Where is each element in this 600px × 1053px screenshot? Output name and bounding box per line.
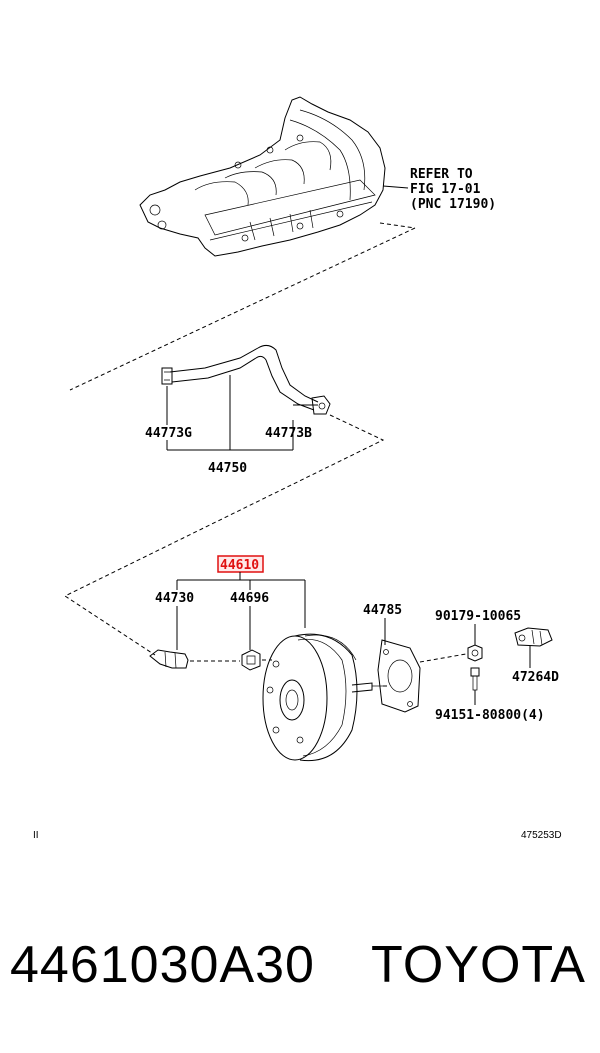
brake-booster-drawing bbox=[262, 633, 390, 762]
gasket-drawing bbox=[377, 639, 421, 713]
dashed-link-hose bbox=[63, 414, 385, 656]
clevis-drawing bbox=[514, 627, 553, 647]
refer-line-3: (PNC 17190) bbox=[410, 197, 496, 212]
refer-line-1: REFER TO bbox=[410, 167, 473, 182]
dashed-link-manifold bbox=[69, 227, 416, 391]
label-44730: 44730 bbox=[155, 591, 194, 606]
check-valve-drawing bbox=[149, 649, 240, 669]
booster-bracket-leaders bbox=[176, 572, 306, 628]
nut-drawing bbox=[467, 644, 483, 662]
vacuum-hose-drawing bbox=[161, 344, 331, 415]
part-number: 4461030A30 bbox=[10, 936, 315, 994]
label-44696: 44696 bbox=[230, 591, 269, 606]
refer-to-callout: REFER TO FIG 17-01 (PNC 17190) bbox=[382, 167, 496, 212]
label-44785: 44785 bbox=[363, 603, 402, 618]
stud-bolt-drawing bbox=[470, 667, 480, 691]
label-44610: 44610 bbox=[220, 558, 259, 573]
hose-leaders bbox=[166, 375, 318, 451]
diagram-id: 475253D bbox=[521, 830, 562, 841]
footer: 4461030A30 TOYOTA bbox=[0, 935, 600, 1015]
brand-name: TOYOTA bbox=[371, 936, 586, 994]
label-44773g: 44773G bbox=[145, 426, 192, 441]
highlight-44610: 44610 bbox=[217, 555, 264, 573]
intake-manifold-drawing bbox=[139, 96, 386, 257]
corner-mark-left: II bbox=[33, 830, 39, 841]
label-44773b: 44773B bbox=[265, 426, 312, 441]
label-90179-10065: 90179-10065 bbox=[435, 609, 521, 624]
label-94151-80800: 94151-80800(4) bbox=[435, 708, 545, 723]
grommet-drawing bbox=[241, 649, 272, 671]
refer-line-2: FIG 17-01 bbox=[410, 182, 481, 197]
label-44750: 44750 bbox=[208, 461, 247, 476]
label-47264d: 47264D bbox=[512, 670, 559, 685]
